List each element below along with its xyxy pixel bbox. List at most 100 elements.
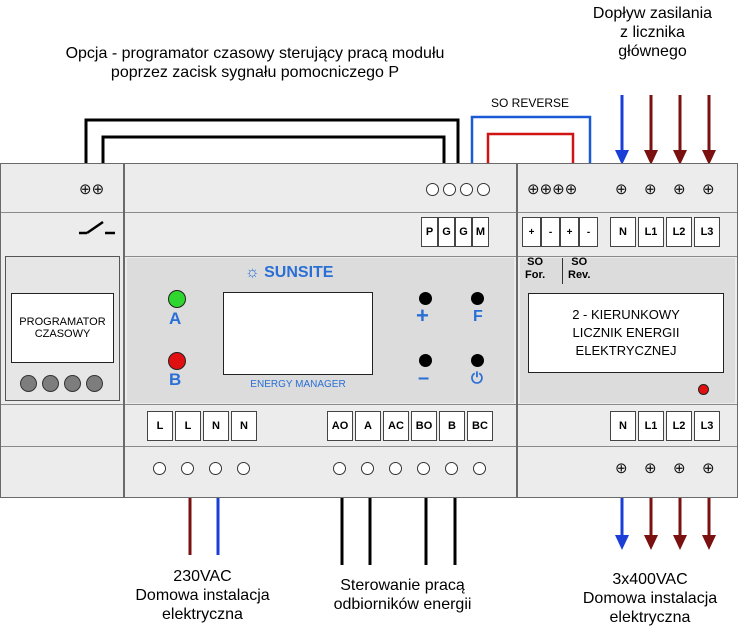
meter-led-indicator bbox=[698, 384, 709, 395]
bottom-screw bbox=[417, 462, 430, 475]
caption-control: Sterowanie pracą odbiorników energii bbox=[300, 576, 505, 614]
terminal-so-for-minus: - bbox=[541, 217, 560, 247]
terminal-p: P bbox=[421, 217, 438, 247]
terminal-so-rev-minus: - bbox=[579, 217, 598, 247]
led-b-label: B bbox=[169, 370, 182, 389]
caption-230v-line3: elektryczna bbox=[162, 606, 243, 623]
brand-name: SUNSITE bbox=[264, 264, 334, 281]
f-button-label: F bbox=[473, 308, 483, 325]
top-terminal-screw bbox=[426, 183, 439, 196]
programmer-button[interactable] bbox=[64, 375, 81, 392]
meter-phase-screw: ⊕ bbox=[673, 181, 686, 198]
power-button[interactable] bbox=[471, 354, 484, 367]
meter-display-line1: 2 - KIERUNKOWY bbox=[572, 307, 680, 322]
terminal-top-l2: L2 bbox=[666, 217, 692, 247]
terminal-bottom-l1: L1 bbox=[638, 411, 664, 441]
programmer-screw-terminals: ⊕⊕ bbox=[79, 181, 105, 198]
sun-icon: ☼ bbox=[245, 264, 265, 281]
supply-arrows bbox=[615, 95, 716, 165]
terminal-l2: L bbox=[175, 411, 201, 441]
terminal-top-l3: L3 bbox=[694, 217, 720, 247]
terminal-ao: AO bbox=[327, 411, 353, 441]
programmer-buttons bbox=[20, 375, 103, 397]
terminal-top-l1: L1 bbox=[638, 217, 664, 247]
terminal-l1: L bbox=[147, 411, 173, 441]
supply-caption-line1: Dopływ zasilania bbox=[592, 5, 713, 22]
terminal-top-n: N bbox=[610, 217, 636, 247]
manager-front-panel: ☼ SUNSITE ENERGY MANAGER A B + F – ⏻ bbox=[127, 258, 514, 403]
so-for-label-2: For. bbox=[525, 269, 546, 281]
meter-bottom-screw: ⊕ bbox=[644, 460, 657, 477]
programmer-label-2: CZASOWY bbox=[34, 328, 91, 340]
top-terminal-screw bbox=[477, 183, 490, 196]
top-terminal-screw bbox=[460, 183, 473, 196]
led-a-label: A bbox=[169, 309, 182, 328]
so-for-label-1: SO bbox=[527, 256, 544, 268]
programmer-button[interactable] bbox=[20, 375, 37, 392]
caption-230v-line1: 230VAC bbox=[173, 568, 232, 585]
so-reverse-label: SO REVERSE bbox=[490, 96, 570, 110]
meter-phase-screw: ⊕ bbox=[702, 181, 715, 198]
meter-phase-screw: ⊕ bbox=[644, 181, 657, 198]
programmer-display: PROGRAMATOR CZASOWY bbox=[11, 293, 114, 363]
terminal-n2: N bbox=[231, 411, 257, 441]
supply-caption-line2: z licznika bbox=[620, 24, 685, 41]
bottom-screw bbox=[473, 462, 486, 475]
meter-display-line2: LICZNIK ENERGII bbox=[572, 325, 680, 340]
option-caption: Opcja - programator czasowy sterujący pr… bbox=[20, 44, 490, 82]
option-caption-line1: Opcja - programator czasowy sterujący pr… bbox=[65, 45, 445, 62]
caption-400v-line1: 3x400VAC bbox=[612, 571, 688, 588]
bottom-screw bbox=[181, 462, 194, 475]
output-arrows bbox=[615, 497, 716, 550]
terminal-bo: BO bbox=[411, 411, 437, 441]
manager-display bbox=[223, 292, 373, 375]
switch-icon bbox=[79, 220, 115, 235]
programmer-button[interactable] bbox=[86, 375, 103, 392]
programmer-panel: PROGRAMATOR CZASOWY bbox=[5, 256, 120, 401]
led-b-indicator bbox=[168, 352, 186, 370]
meter-display-line3: ELEKTRYCZNEJ bbox=[575, 343, 677, 358]
so-rev-label: SO Rev. bbox=[568, 256, 590, 282]
caption-control-line2: odbiorników energii bbox=[333, 596, 472, 613]
brand-logo: ☼ SUNSITE bbox=[245, 264, 333, 282]
terminal-g1: G bbox=[438, 217, 455, 247]
control-output-wires bbox=[340, 497, 457, 565]
meter-so-screws: ⊕⊕⊕⊕ bbox=[527, 181, 578, 198]
terminal-g2: G bbox=[455, 217, 472, 247]
plus-button[interactable] bbox=[419, 292, 432, 305]
plus-button-label: + bbox=[416, 303, 429, 328]
top-terminal-screw bbox=[443, 183, 456, 196]
bottom-screw bbox=[333, 462, 346, 475]
terminal-so-for-plus: + bbox=[522, 217, 541, 247]
terminal-bottom-l3: L3 bbox=[694, 411, 720, 441]
supply-caption: Dopływ zasilania z licznika głównego bbox=[570, 4, 735, 61]
meter-display: 2 - KIERUNKOWY LICZNIK ENERGII ELEKTRYCZ… bbox=[528, 293, 724, 373]
terminal-m: M bbox=[472, 217, 489, 247]
terminal-so-rev-plus: + bbox=[560, 217, 579, 247]
programmer-label-1: PROGRAMATOR bbox=[19, 316, 106, 328]
caption-230v: 230VAC Domowa instalacja elektryczna bbox=[100, 567, 305, 624]
so-reverse-blue-wire bbox=[470, 115, 592, 165]
programmer-control-wires bbox=[84, 118, 460, 165]
minus-button[interactable] bbox=[419, 354, 432, 367]
programmer-button[interactable] bbox=[42, 375, 59, 392]
led-a-indicator bbox=[168, 290, 186, 308]
meter-phase-screw: ⊕ bbox=[615, 181, 628, 198]
caption-400v-line3: elektryczna bbox=[609, 609, 691, 626]
terminal-b: B bbox=[439, 411, 465, 441]
so-rev-label-2: Rev. bbox=[568, 269, 591, 281]
so-divider bbox=[562, 258, 563, 284]
caption-400v: 3x400VAC Domowa instalacja elektryczna bbox=[560, 570, 740, 627]
energy-manager-module: P G G M ☼ SUNSITE ENERGY MANAGER A B + F… bbox=[124, 163, 517, 498]
meter-bottom-screw: ⊕ bbox=[615, 460, 628, 477]
bottom-screw bbox=[237, 462, 250, 475]
minus-button-label: – bbox=[418, 367, 430, 389]
f-button[interactable] bbox=[471, 292, 484, 305]
bottom-screw bbox=[445, 462, 458, 475]
programmer-module: ⊕⊕ PROGRAMATOR CZASOWY bbox=[0, 163, 124, 498]
model-name: ENERGY MANAGER bbox=[250, 379, 346, 390]
option-caption-line2: poprzez zacisk sygnału pomocniczego P bbox=[110, 64, 400, 81]
caption-control-line1: Sterowanie pracą bbox=[340, 577, 465, 594]
terminal-a: A bbox=[355, 411, 381, 441]
